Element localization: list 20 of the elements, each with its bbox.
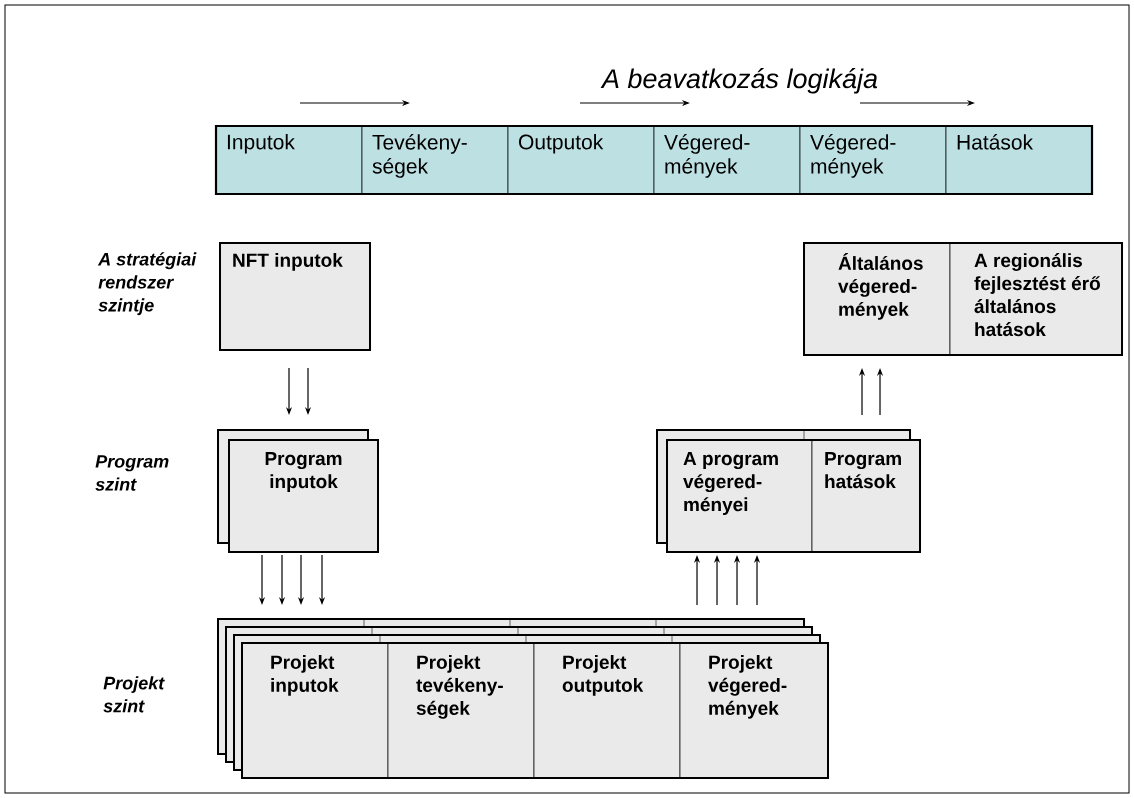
table-cell: Projekt tevékeny- ségek [387, 642, 535, 779]
level-label: A stratégiai rendszer szintje [97, 252, 197, 316]
band-cell: Tevékeny- ségek [361, 125, 509, 195]
band-cell: Inputok [215, 125, 363, 195]
diagram-title: A beavatkozás logikája [600, 68, 878, 94]
table-cell: A regionális fejlesztést érő általános hatások [949, 242, 1123, 356]
band-cell: Hatások [945, 125, 1093, 195]
level-label: Program szint [95, 455, 169, 491]
table-cell: Projekt inputok [241, 642, 389, 779]
table-cell: Program hatások [811, 439, 921, 553]
band-cell: Outputok [507, 125, 655, 195]
table-cell: Általános végered- mények [803, 242, 951, 356]
level-label: Projekt szint [103, 676, 165, 713]
table-cell: Projekt végered- mények [679, 642, 829, 779]
process-box: Program inputok [228, 439, 379, 553]
band-cell: Végered- mények [653, 125, 801, 195]
table-cell: Projekt outputok [533, 642, 681, 779]
band-cell: Végered- mények [799, 125, 947, 195]
process-box: NFT inputok [219, 242, 371, 351]
table-cell: A program végered- ményei [666, 439, 813, 553]
